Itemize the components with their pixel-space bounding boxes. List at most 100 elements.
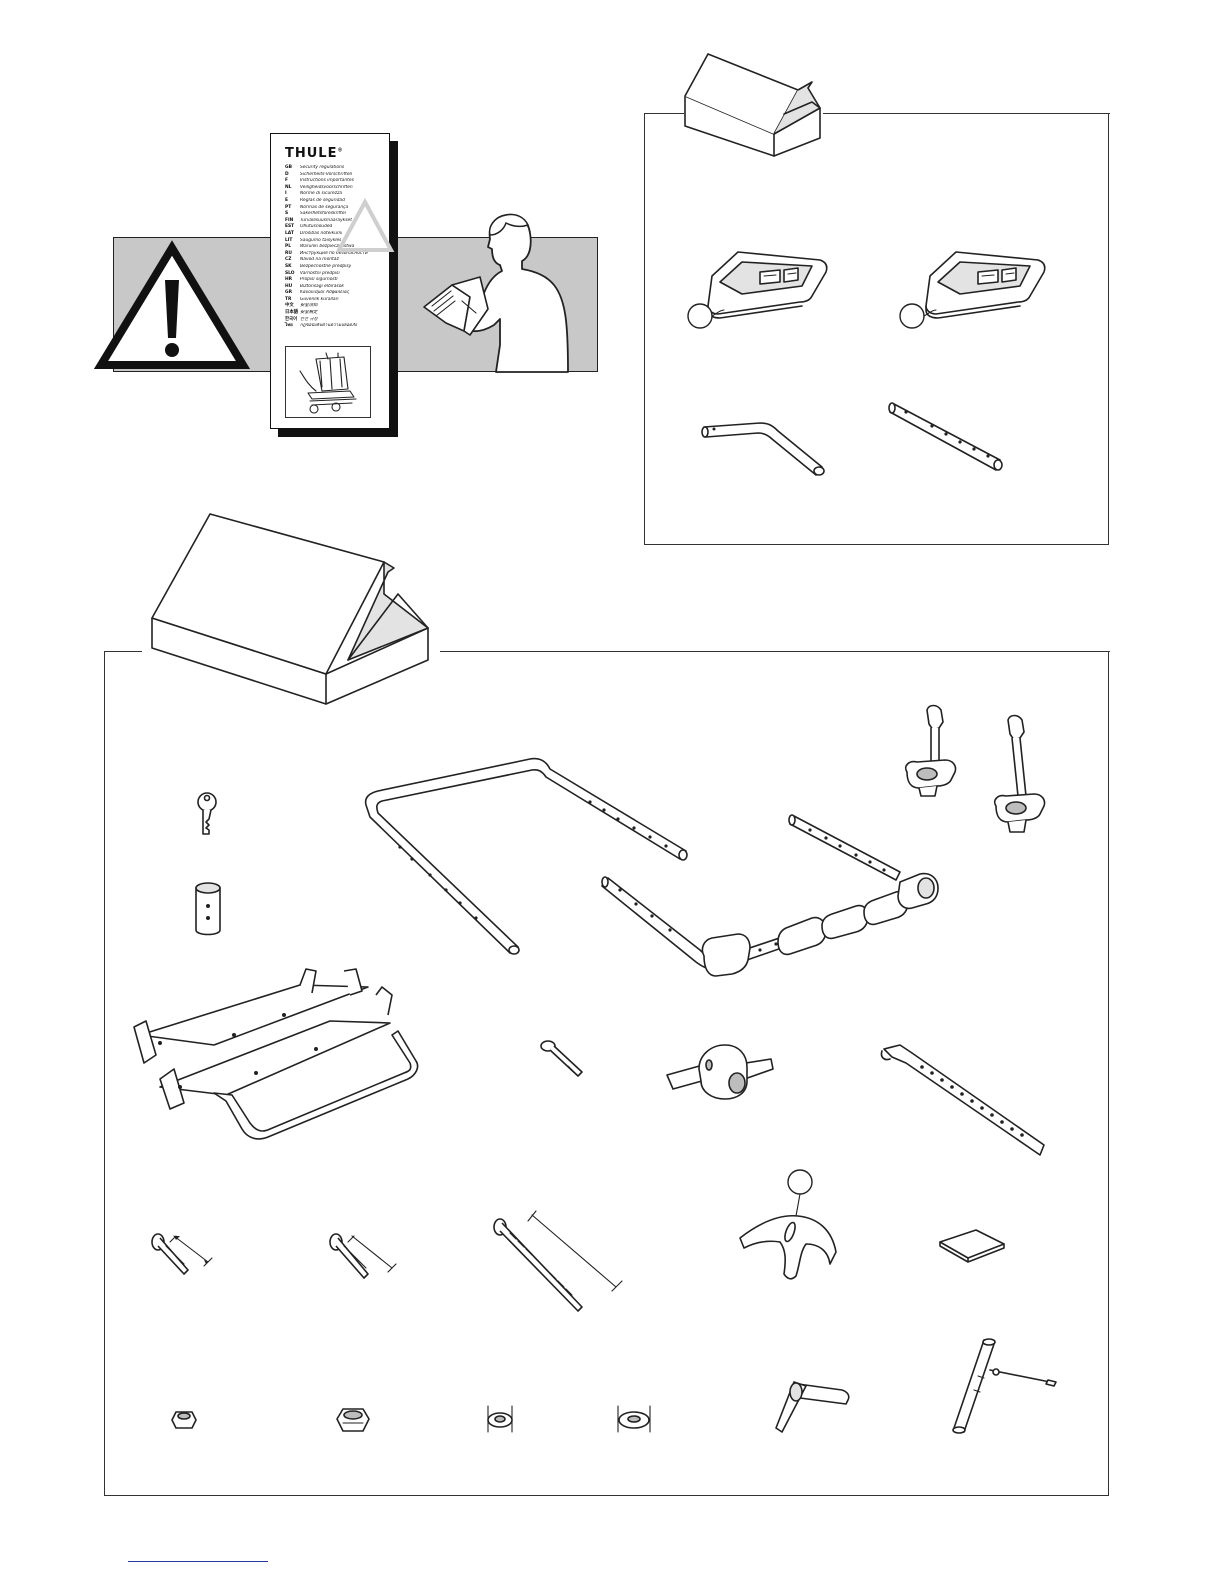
main-parts-frame	[104, 651, 1110, 1496]
booklet-language-row: CZ Návod na montáž	[285, 257, 385, 264]
small-parts-frame	[644, 113, 1110, 545]
booklet-bike-carrier-thumbnail	[285, 346, 371, 418]
booklet-language-row: NL Veiligheidsvoorschriften	[285, 185, 385, 192]
booklet-language-row: ไทยกฎข้อบังคับด้านความปลอดภัย	[285, 323, 385, 330]
language-code: GB	[285, 165, 292, 170]
hex-nut-large	[336, 1408, 370, 1432]
language-title: Veiligheidsvoorschriften	[300, 184, 353, 190]
language-title: Norme di sicurezza	[300, 191, 343, 197]
booklet-language-row: LAT Drošības noteikumi	[285, 231, 385, 238]
frame-holder-short	[904, 704, 957, 797]
language-title: Návod na montáž	[300, 257, 339, 263]
socket-wrench-icon	[952, 1338, 1057, 1434]
booklet-language-row: HU Biztonsági előírások	[285, 284, 385, 291]
mounting-bracket-left	[687, 251, 828, 329]
language-code: 中文	[285, 303, 294, 309]
language-title: 安全規定	[300, 310, 318, 316]
booklet-language-row: S Säkerhetsföreskrifter	[285, 211, 385, 218]
language-code: ไทย	[285, 323, 293, 329]
mounting-bracket-right	[899, 251, 1046, 329]
bent-tube	[701, 422, 825, 476]
language-title: Warunki bezpieczeństwa	[300, 244, 355, 250]
language-code: LAT	[285, 230, 294, 236]
booklet-language-row: PL Warunki bezpieczeństwa	[285, 244, 385, 251]
footer-link-rule	[128, 1561, 268, 1562]
booklet-language-row: GB Security regulations	[285, 165, 385, 172]
language-code: HR	[285, 277, 293, 283]
base-bracket-assembly	[133, 968, 419, 1140]
booklet-language-row: I Norme di sicurezza	[285, 191, 385, 198]
curved-clip	[739, 1169, 837, 1280]
language-code: SLO	[285, 270, 295, 276]
language-code: HU	[285, 283, 293, 289]
language-code: EST	[285, 224, 295, 230]
booklet-language-row: PT Normas de segurança	[285, 205, 385, 212]
booklet-language-row: SK Bezpečnostné predpisy	[285, 264, 385, 271]
language-title: 안전 규정	[300, 316, 318, 322]
language-title: Biztonsági előírások	[300, 283, 344, 289]
booklet-language-row: 日本語安全規定	[285, 310, 385, 317]
booklet-language-row: HR Propisi sigurnosti	[285, 277, 385, 284]
upper-u-frame	[364, 757, 688, 955]
washer-small	[487, 1405, 513, 1433]
key-icon	[197, 792, 217, 835]
washer-large	[617, 1405, 651, 1433]
language-title: Bezpečnostné predpisy	[300, 263, 352, 269]
language-code: NL	[285, 184, 292, 190]
warning-triangle-icon	[93, 240, 251, 369]
booklet-language-row: 中文安全须知	[285, 303, 385, 310]
language-code: E	[285, 197, 288, 203]
frame-holder-long	[993, 714, 1046, 833]
language-code: CZ	[285, 257, 292, 263]
main-frame-top-right	[440, 651, 1110, 652]
language-title: 安全须知	[300, 303, 318, 309]
language-title: Säkerhetsföreskrifter	[300, 211, 347, 217]
language-code: LIT	[285, 237, 293, 243]
lock-housing	[195, 882, 221, 936]
language-title: Drošības noteikumi	[300, 230, 343, 236]
language-title: Normas de segurança	[300, 204, 349, 210]
language-code: S	[285, 211, 289, 217]
language-title: Saugumo taisyklės	[300, 237, 342, 243]
small-frame-top-right	[823, 113, 1110, 114]
lock-nut-small	[171, 1411, 197, 1429]
bike-carrier-thumbnail-icon	[299, 352, 357, 414]
small-frame-top-left	[644, 113, 684, 114]
language-code: SK	[285, 263, 292, 269]
bolt-short-a	[151, 1233, 213, 1275]
shoulder-bolt	[540, 1040, 583, 1077]
language-title: Security regulations	[300, 165, 345, 170]
large-box-icon	[151, 513, 429, 705]
lower-frame-with-pads	[601, 814, 939, 977]
bolt-long	[493, 1210, 623, 1312]
bolt-short-b	[329, 1233, 397, 1279]
person-reading-illustration	[423, 213, 569, 373]
allen-key-icon	[775, 1381, 850, 1433]
language-code: 한국어	[285, 316, 298, 322]
booklet-language-row: LIT Saugumo taisyklės	[285, 238, 385, 245]
booklet-language-row: SLO Varnostni predpisi	[285, 271, 385, 278]
language-title: Κανονισμοί Ασφαλείας	[300, 290, 350, 296]
language-code: F	[285, 178, 288, 184]
language-title: Güvenlik kuralları	[300, 296, 339, 302]
language-title: Sicherheits-Vorschriften	[300, 171, 353, 177]
language-code: PL	[285, 244, 292, 250]
language-title: Propisi sigurnosti	[300, 277, 338, 283]
rubber-pad	[939, 1229, 1005, 1263]
language-code: RU	[285, 250, 292, 256]
language-code: I	[285, 191, 287, 197]
language-code: 日本語	[285, 310, 299, 316]
booklet-language-row: TR Güvenlik kuralları	[285, 297, 385, 304]
language-code: PT	[285, 204, 292, 210]
language-title: Varnostni predpisi	[300, 270, 340, 276]
language-code: TR	[285, 296, 292, 302]
